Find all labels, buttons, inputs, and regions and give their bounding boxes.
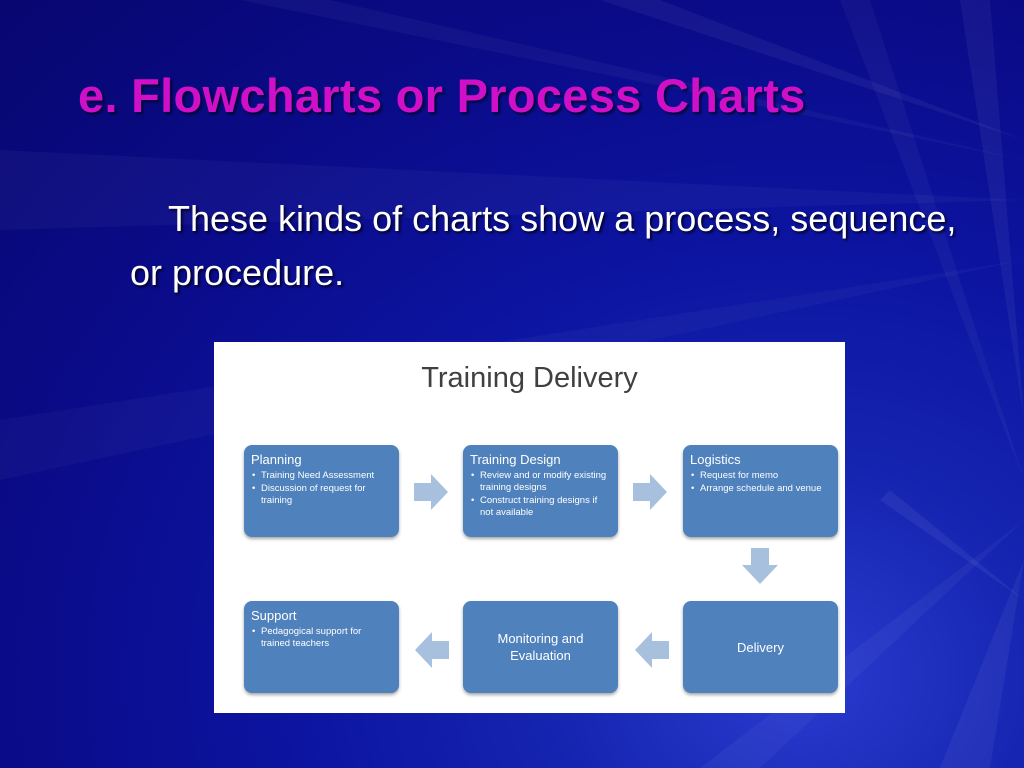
step-title: Logistics (690, 452, 741, 467)
step-support: Support Pedagogical support for trained … (244, 601, 399, 693)
step-logistics: Logistics Request for memo Arrange sched… (683, 445, 838, 537)
step-delivery: Delivery (683, 601, 838, 693)
step-bullets: Review and or modify existing training d… (470, 470, 612, 519)
step-title: Delivery (737, 639, 784, 655)
slide-body-text: These kinds of charts show a process, se… (130, 198, 957, 293)
step-bullets: Pedagogical support for trained teachers (251, 626, 393, 650)
down-arrow-icon (742, 548, 778, 584)
step-bullets: Request for memo Arrange schedule and ve… (690, 470, 832, 495)
left-arrow-icon (415, 632, 449, 668)
step-title: Training Design (470, 452, 561, 467)
step-bullet: Arrange schedule and venue (690, 483, 832, 495)
step-planning: Planning Training Need Assessment Discus… (244, 445, 399, 537)
step-bullet: Training Need Assessment (251, 470, 393, 482)
step-bullet: Request for memo (690, 470, 832, 482)
right-arrow-icon (414, 474, 448, 510)
step-title: Planning (251, 452, 302, 467)
flowchart-title: Training Delivery (421, 362, 638, 394)
step-bullets: Training Need Assessment Discussion of r… (251, 470, 393, 507)
step-bullet: Construct training designs if not availa… (470, 495, 612, 519)
flowchart-panel: Training Delivery Planning Training Need… (214, 342, 845, 713)
left-arrow-icon (635, 632, 669, 668)
step-bullet: Discussion of request for training (251, 483, 393, 507)
step-bullet: Pedagogical support for trained teachers (251, 626, 393, 650)
step-title: Monitoring and Evaluation (497, 631, 584, 663)
step-bullet: Review and or modify existing training d… (470, 470, 612, 494)
step-training-design: Training Design Review and or modify exi… (463, 445, 618, 537)
step-title: Support (251, 608, 297, 623)
slide-title: e. Flowcharts or Process Charts (78, 69, 806, 122)
step-monitoring-evaluation: Monitoring and Evaluation (463, 601, 618, 693)
right-arrow-icon (633, 474, 667, 510)
